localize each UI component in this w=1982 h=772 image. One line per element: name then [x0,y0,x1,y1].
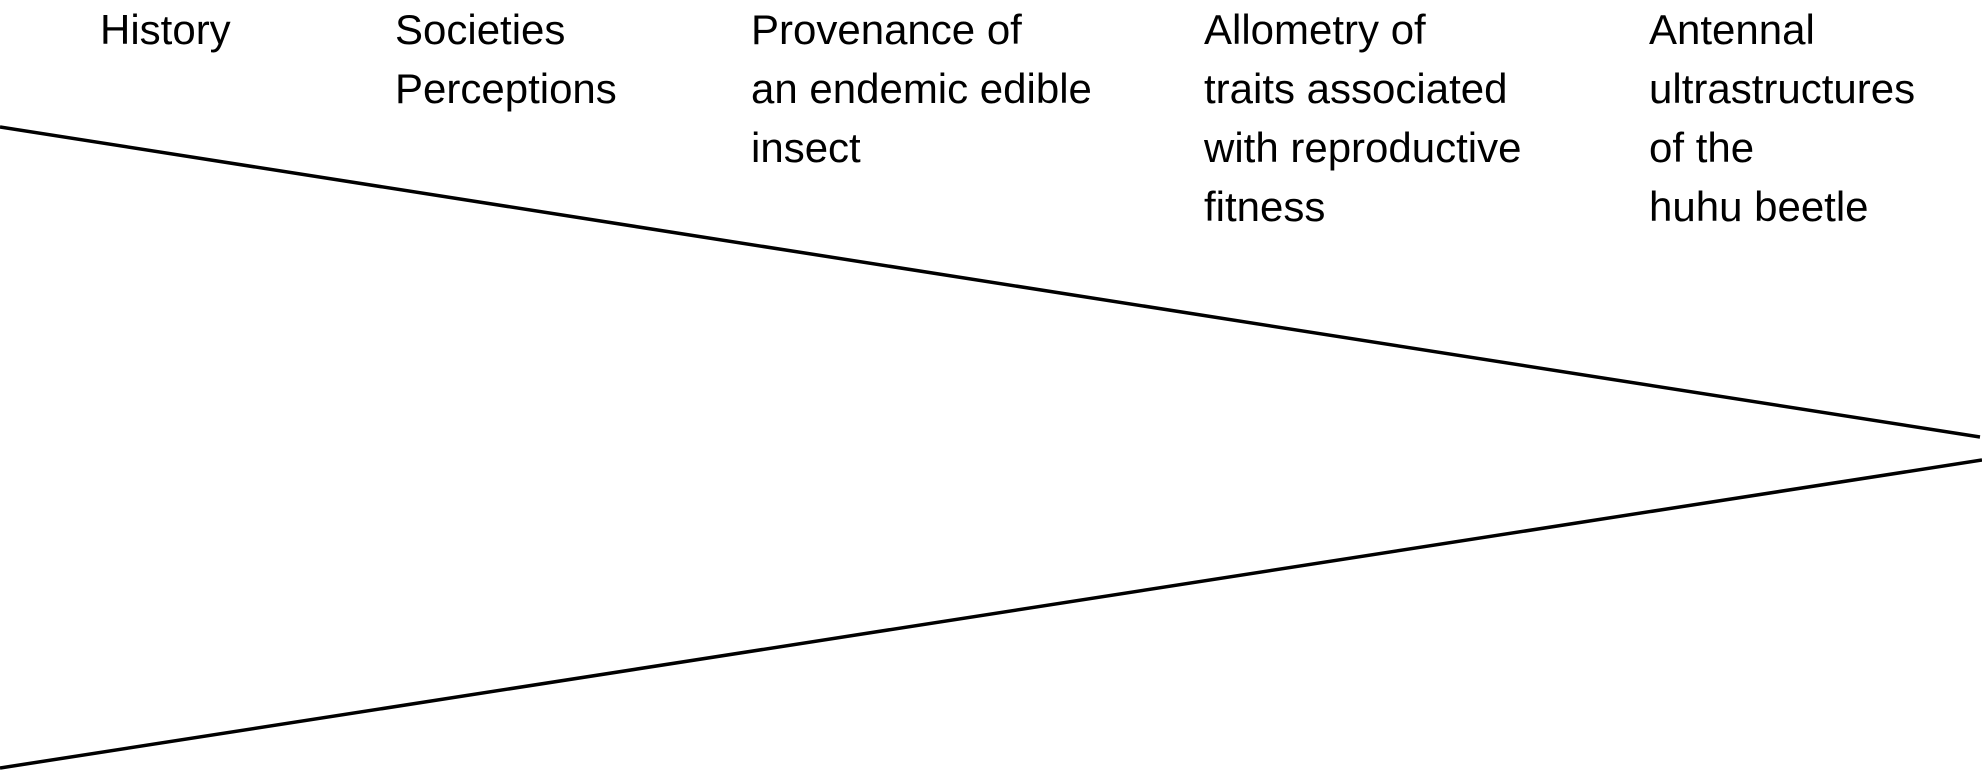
topic-label-line: ultrastructures [1649,65,1916,112]
topic-label-line: Allometry of [1204,6,1426,53]
topic-label-line: insect [751,124,861,171]
topic-label-line: Societies [395,6,566,53]
funnel-lower-line [0,458,1982,770]
topic-label-line: an endemic edible [751,65,1092,112]
topic-label-line: huhu beetle [1649,183,1869,230]
topic-label-line: Antennal [1649,6,1815,53]
topic-label-line: Provenance of [751,6,1022,53]
topic-label-line: fitness [1204,183,1326,230]
topic-label-antennal-ultrastructures: Antennal ultrastructures of the huhu bee… [1649,0,1915,236]
topic-label-line: of the [1649,124,1755,171]
funnel-upper-line [0,125,1981,439]
topic-label-line: History [100,6,231,53]
topic-label-line: with reproductive [1204,124,1522,171]
topic-label-history: History [100,0,231,59]
topic-label-provenance: Provenance of an endemic edible insect [751,0,1092,177]
topic-label-allometry: Allometry of traits associated with repr… [1204,0,1521,236]
topic-label-line: Perceptions [395,65,617,112]
topic-label-line: traits associated [1204,65,1508,112]
topic-label-societies-perceptions: Societies Perceptions [395,0,617,118]
